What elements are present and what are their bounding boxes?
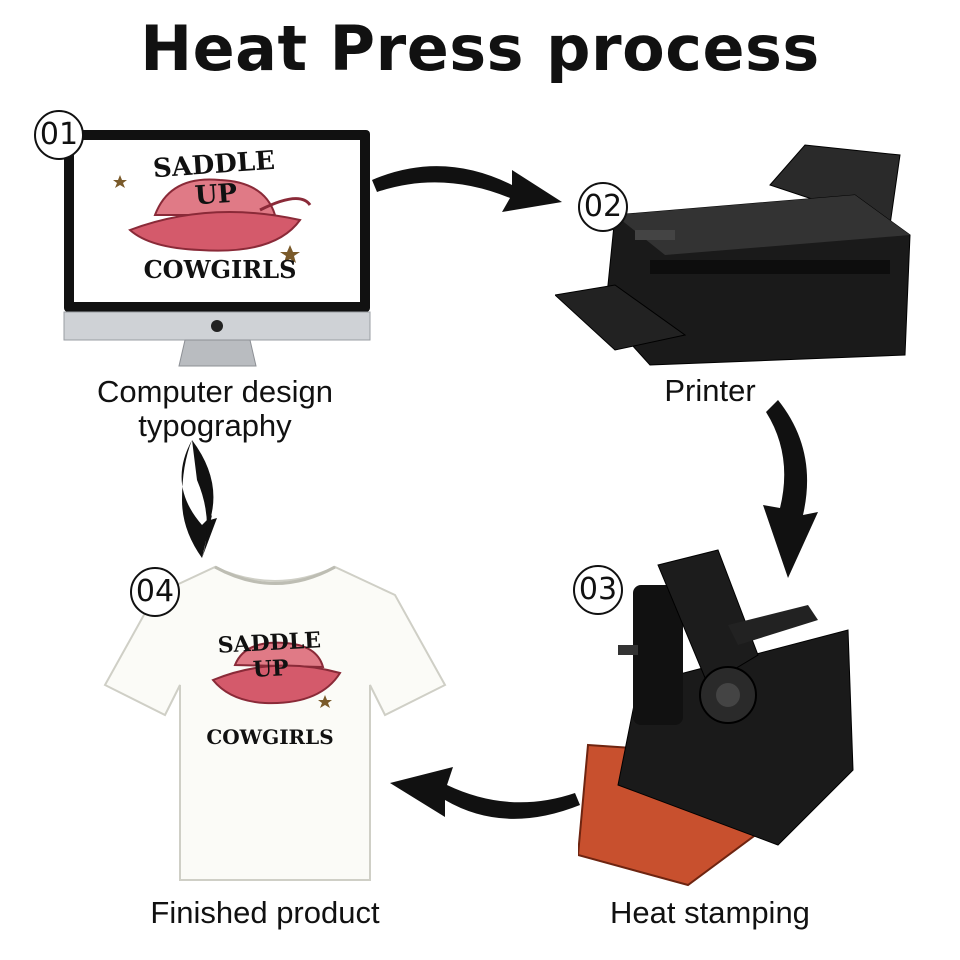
step-label: Heat stamping (575, 896, 845, 930)
step-number-badge: 04 (130, 567, 180, 617)
step-label: Computer design typography (60, 375, 370, 443)
step-number-badge: 03 (573, 565, 623, 615)
step-label: Finished product (120, 896, 410, 930)
page-title: Heat Press process (0, 12, 960, 85)
arrow-step3-to-step4 (385, 755, 585, 835)
step-label-line: Computer design (60, 375, 370, 409)
step-number-badge: 01 (34, 110, 84, 160)
printer-icon (555, 135, 915, 375)
arrow-step4-to-step1 (172, 440, 232, 560)
step-number-badge: 02 (578, 182, 628, 232)
shirt-artwork-text-top: SADDLE UP (199, 626, 342, 685)
step-label-line: typography (60, 409, 370, 443)
shirt-artwork-text-bottom: COWGIRLS (200, 725, 340, 749)
arrow-step1-to-step2 (372, 150, 572, 230)
arrow-step2-to-step3 (758, 400, 838, 580)
artwork-text-top: SADDLE UP (138, 145, 292, 215)
artwork-text-bottom: COWGIRLS (140, 255, 300, 284)
